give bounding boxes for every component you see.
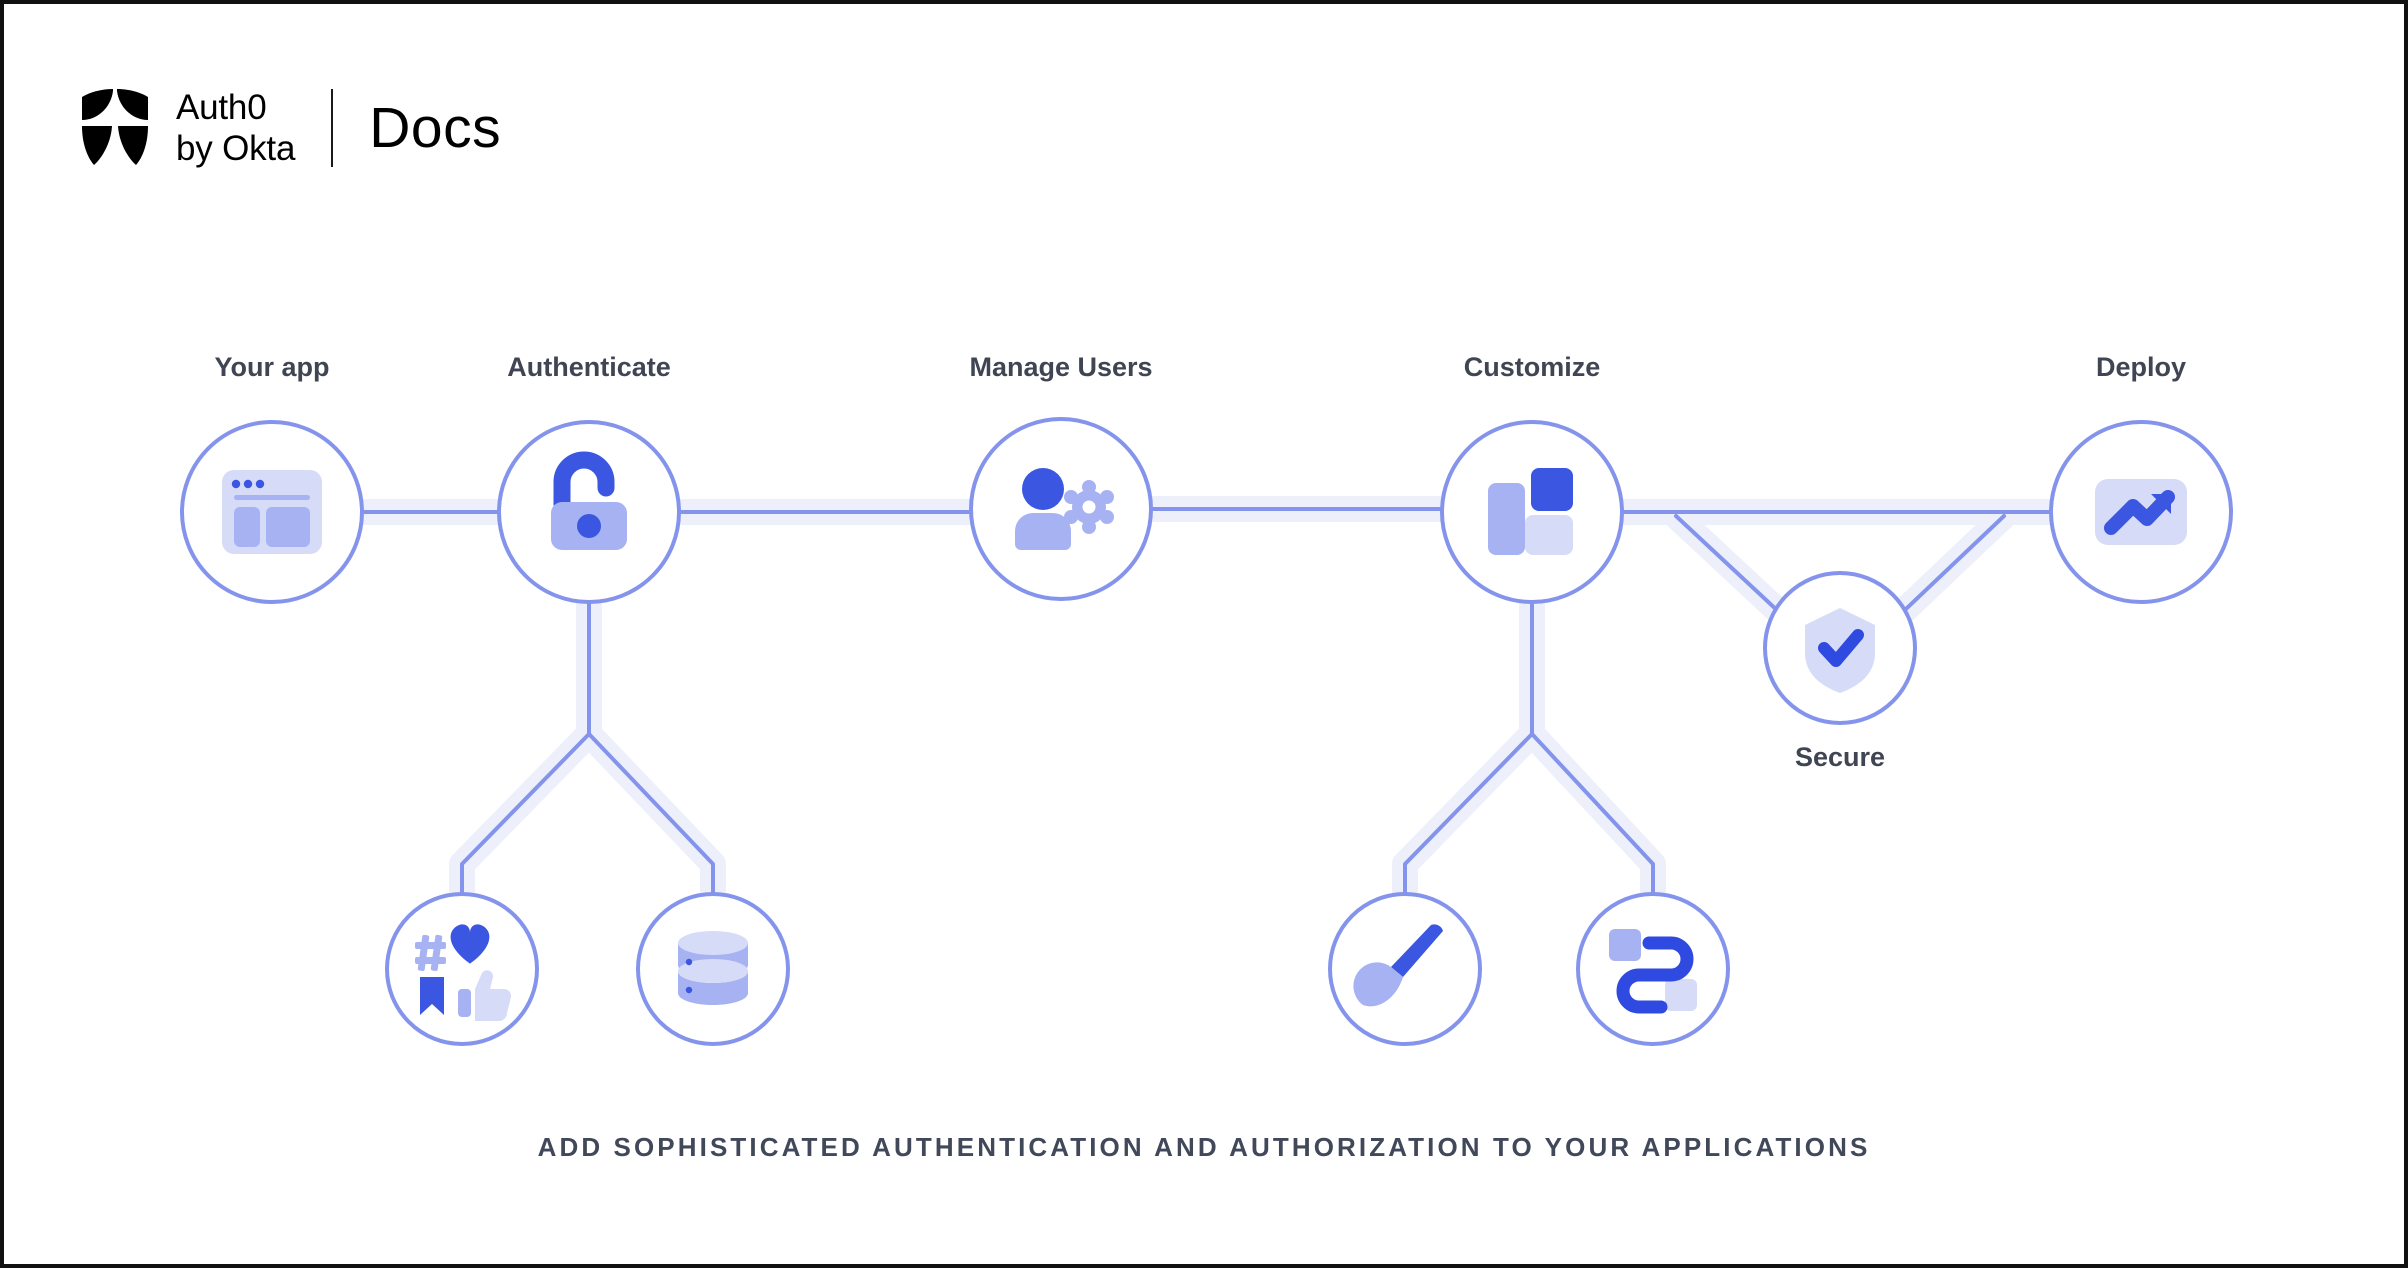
workflow-connector-icon <box>1609 929 1697 1014</box>
brand-name-line2: by Okta <box>176 129 296 168</box>
product-title: Docs <box>369 95 502 160</box>
node-label-customize: Customize <box>1464 352 1601 382</box>
bookmark-icon <box>420 977 444 1015</box>
trending-up-icon <box>2095 479 2187 545</box>
layout-blocks-icon <box>1488 468 1573 555</box>
node-circle-manage-users <box>969 417 1153 601</box>
user-gear-icon <box>1015 468 1114 550</box>
flow-diagram: Your app Authenticate Ma <box>4 304 2408 1064</box>
brand-divider <box>331 89 334 167</box>
browser-window-icon <box>222 470 322 554</box>
open-padlock-icon <box>551 451 627 550</box>
brand-name-line1: Auth0 <box>176 87 267 127</box>
edge-customize-flows <box>1530 600 1655 896</box>
edge-customize-secure <box>1674 514 1796 628</box>
node-social[interactable] <box>385 892 539 1046</box>
paintbrush-icon <box>1353 924 1443 1007</box>
node-label-your-app: Your app <box>214 352 329 382</box>
brand-wordmark: Auth0 by Okta <box>176 87 295 170</box>
node-deploy[interactable]: Deploy <box>2049 352 2233 604</box>
node-branding[interactable] <box>1328 892 1482 1046</box>
node-circle-customize <box>1440 420 1624 604</box>
edge-lines <box>360 507 2053 896</box>
edge-authenticate-database <box>587 600 715 896</box>
heart-icon <box>450 924 490 964</box>
hash-icon <box>415 934 446 971</box>
node-flows[interactable] <box>1576 892 1730 1046</box>
tagline: ADD SOPHISTICATED AUTHENTICATION AND AUT… <box>537 1132 1871 1162</box>
node-customize[interactable]: Customize <box>1440 352 1624 604</box>
edge-secure-deploy <box>1886 514 2006 628</box>
node-label-authenticate: Authenticate <box>507 352 671 382</box>
node-secure[interactable]: Secure <box>1763 571 1917 772</box>
node-label-secure: Secure <box>1795 742 1885 772</box>
social-reactions-icon <box>415 924 512 1021</box>
node-label-manage-users: Manage Users <box>969 352 1152 382</box>
node-your-app[interactable]: Your app <box>180 352 364 604</box>
thumbs-up-icon <box>458 970 512 1021</box>
node-circle-social <box>385 892 539 1046</box>
brand-header: Auth0 by Okta Docs <box>76 86 501 170</box>
okta-shield-logo-icon <box>82 89 148 165</box>
database-icon <box>678 931 748 1005</box>
node-authenticate[interactable]: Authenticate <box>497 352 681 604</box>
shield-check-icon <box>1805 608 1875 693</box>
node-manage-users[interactable]: Manage Users <box>969 352 1153 601</box>
node-database[interactable] <box>636 892 790 1046</box>
node-label-deploy: Deploy <box>2096 352 2186 382</box>
